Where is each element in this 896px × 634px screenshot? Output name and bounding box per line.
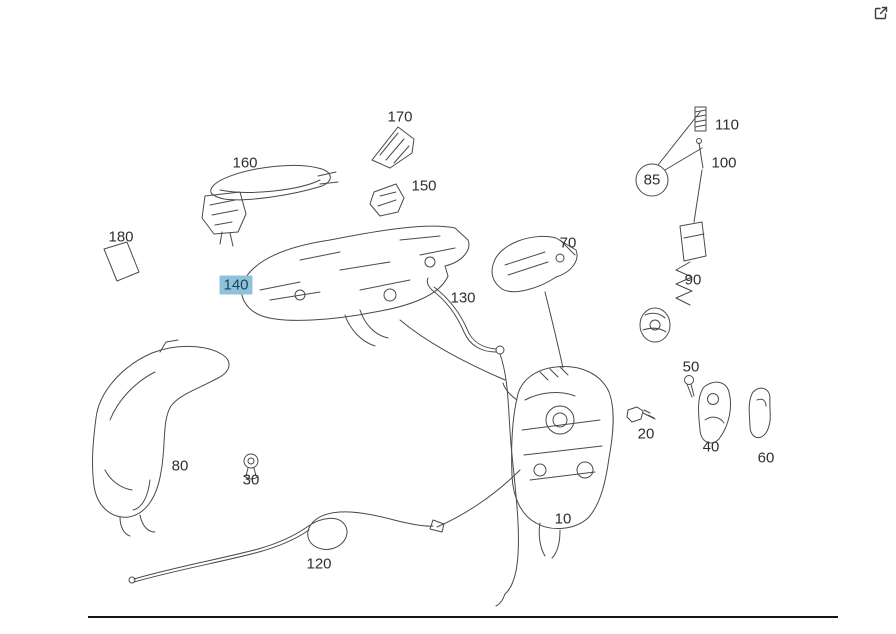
open-in-new-glyph (874, 6, 888, 20)
part-label-60[interactable]: 60 (757, 449, 775, 467)
part-140-drawing (241, 225, 506, 381)
part-20-drawing (626, 406, 656, 423)
part-label-130[interactable]: 130 (450, 289, 476, 307)
part-150-drawing (369, 183, 405, 217)
open-in-new-icon[interactable] (871, 3, 891, 23)
part-label-170[interactable]: 170 (387, 108, 413, 126)
part-label-10[interactable]: 10 (554, 510, 572, 528)
part-label-180[interactable]: 180 (108, 228, 134, 246)
part-label-85-circled[interactable]: 85 (635, 163, 669, 197)
part-label-70[interactable]: 70 (559, 234, 577, 252)
part-10-drawing (436, 365, 614, 559)
part-130-drawing (426, 277, 497, 353)
part-label-100[interactable]: 100 (711, 154, 737, 172)
part-label-140-highlighted[interactable]: 140 (219, 275, 253, 295)
part-label-30[interactable]: 30 (242, 471, 260, 489)
part-90-drawing (639, 221, 707, 343)
callout-85-leaders (657, 111, 703, 171)
part-120-drawing (128, 511, 445, 584)
part-80-drawing (92, 339, 230, 537)
bottom-divider (88, 616, 838, 618)
part-100-drawing (693, 138, 704, 223)
part-label-40[interactable]: 40 (702, 438, 720, 456)
part-30-drawing (243, 453, 259, 480)
part-label-90[interactable]: 90 (684, 271, 702, 289)
part-70-drawing (491, 236, 578, 369)
part-label-20[interactable]: 20 (637, 425, 655, 443)
part-50-drawing (684, 375, 695, 398)
part-160-drawing (201, 165, 339, 247)
part-60-drawing (748, 387, 771, 439)
part-170-drawing (371, 126, 415, 169)
part-label-160[interactable]: 160 (232, 154, 258, 172)
lock-cable-drawing (495, 345, 519, 607)
part-180-drawing (103, 241, 140, 282)
part-110-drawing (694, 106, 707, 132)
part-label-110[interactable]: 110 (715, 116, 739, 134)
part-label-120[interactable]: 120 (306, 555, 332, 573)
part-label-50[interactable]: 50 (682, 358, 700, 376)
part-label-150[interactable]: 150 (411, 177, 437, 195)
part-40-drawing (698, 381, 732, 444)
part-label-80[interactable]: 80 (171, 457, 189, 475)
